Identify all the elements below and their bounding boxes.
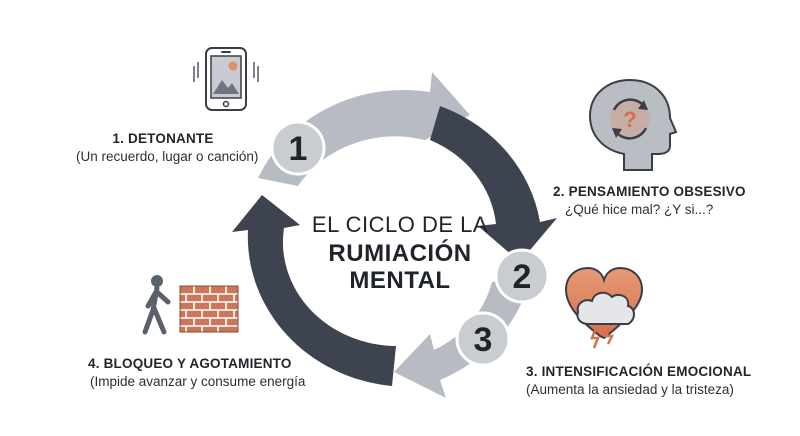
center-title-line1: EL CICLO DE LA [311, 212, 489, 237]
arrow-segment-right [430, 106, 557, 262]
step-subtitle-4: (Impide avanzar y consume energía [90, 374, 306, 389]
step-subtitle-3: (Aumenta la ansiedad y la tristeza) [526, 382, 734, 397]
step-label-4: 4. BLOQUEO Y AGOTAMIENTO (Impide avanzar… [88, 356, 305, 389]
step-title-4: 4. BLOQUEO Y AGOTAMIENTO [88, 356, 292, 371]
step-badge-1: 1 [270, 120, 326, 176]
step-badge-3: 3 [455, 311, 511, 367]
step-subtitle-2: ¿Qué hice mal? ¿Y si...? [565, 202, 714, 217]
brick-wall [179, 285, 239, 333]
step-label-1: 1. DETONANTE (Un recuerdo, lugar o canci… [76, 131, 259, 164]
smartphone-icon [193, 47, 259, 111]
step-subtitle-1: (Un recuerdo, lugar o canción) [76, 149, 259, 164]
svg-text:?: ? [623, 107, 636, 132]
step-title-1: 1. DETONANTE [112, 131, 214, 146]
center-title-line3: MENTAL [349, 267, 451, 294]
step-title-3: 3. INTENSIFICACIÓN EMOCIONAL [526, 364, 752, 379]
step-number-2: 2 [513, 258, 532, 296]
step-label-3: 3. INTENSIFICACIÓN EMOCIONAL (Aumenta la… [526, 364, 751, 397]
step-title-2: 2. PENSAMIENTO OBSESIVO [553, 184, 746, 199]
step-badge-2: 2 [494, 248, 550, 304]
heart-storm-icon [564, 266, 644, 349]
person-wall-icon [142, 275, 239, 335]
step-number-3: 3 [474, 321, 493, 359]
center-title-line2: RUMIACIÓN [328, 240, 472, 267]
arrow-segment-left [232, 195, 396, 386]
head-question-icon: ? [588, 78, 678, 171]
step-label-2: 2. PENSAMIENTO OBSESIVO ¿Qué hice mal? ¿… [553, 184, 746, 217]
step-number-1: 1 [289, 130, 308, 168]
